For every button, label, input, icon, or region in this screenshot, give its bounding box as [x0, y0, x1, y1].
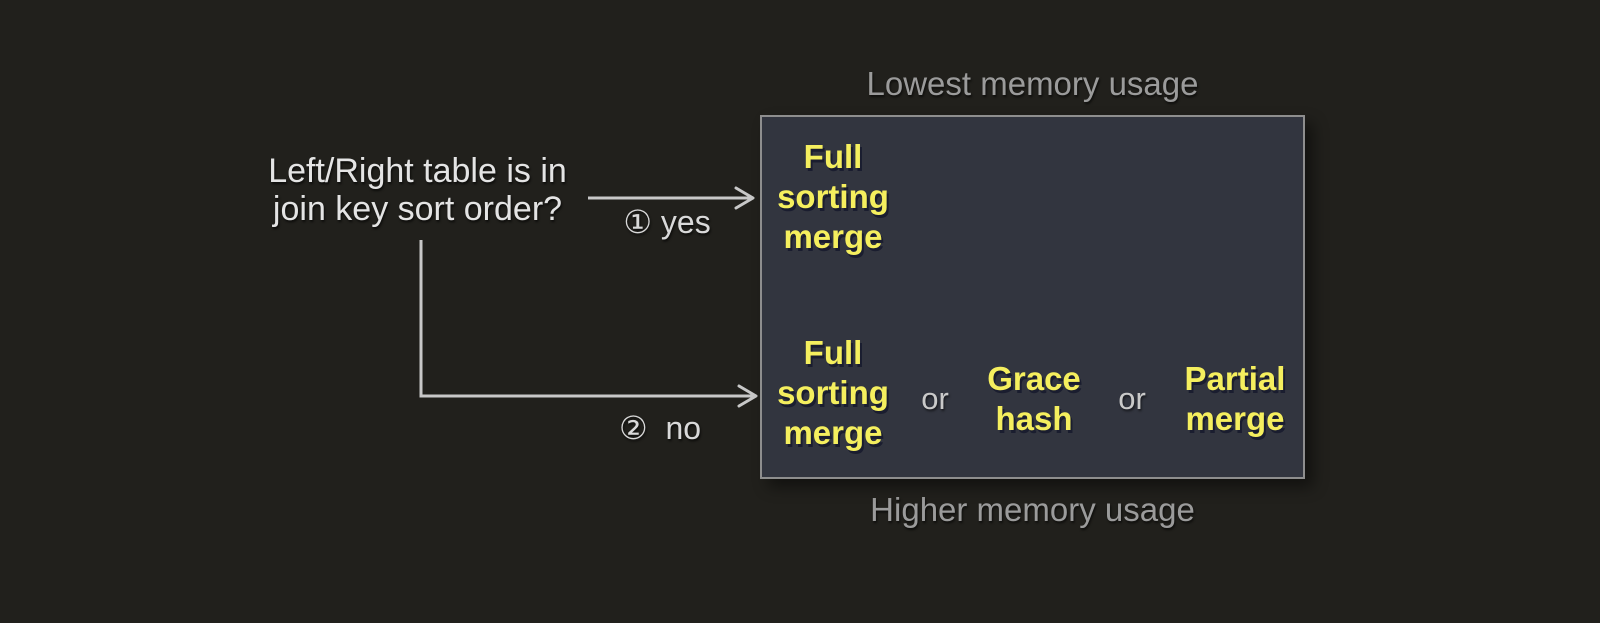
- algorithm-grace-hash: Grace hash: [987, 360, 1081, 437]
- lowest-memory-label: Lowest memory usage: [866, 65, 1199, 102]
- algorithm-options-box: Full sorting merge Full sorting merge or…: [760, 115, 1305, 479]
- branch-no-label: ② no: [618, 410, 702, 446]
- algorithm-partial-merge: Partial merge: [1184, 360, 1286, 437]
- or-separator-1: or: [921, 381, 949, 416]
- no-arrow-elbow: [419, 240, 758, 408]
- algorithm-full-sorting-merge-unsorted: Full sorting merge: [777, 334, 889, 451]
- branch-yes-label: ① yes: [623, 204, 711, 240]
- question-text: Left/Right table is in join key sort ord…: [268, 152, 567, 228]
- algorithm-full-sorting-merge-sorted: Full sorting merge: [777, 138, 889, 255]
- higher-memory-label: Higher memory usage: [870, 491, 1195, 528]
- yes-arrow: [588, 186, 755, 210]
- or-separator-2: or: [1118, 381, 1146, 416]
